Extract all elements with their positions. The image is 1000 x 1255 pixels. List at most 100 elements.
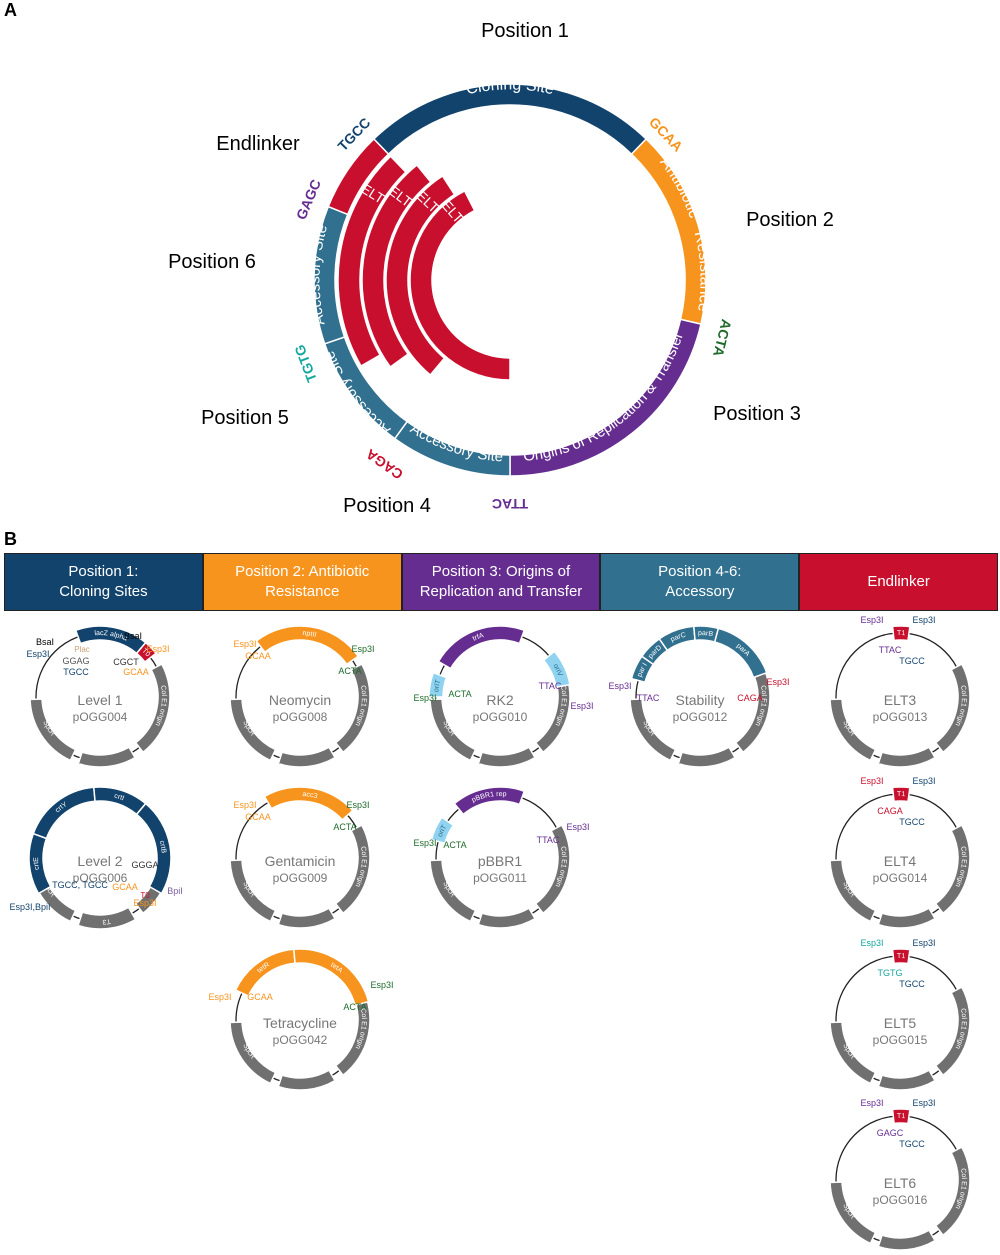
site-label: Esp3I [133,898,156,908]
site-label: ACTA [448,689,471,699]
plasmid-name: ELT3 [884,692,917,708]
overhang-ttac: TTAC [492,496,528,512]
position-label-1: Position 1 [481,20,569,42]
backbone-feature [877,746,937,768]
site-label: Esp3I [608,681,631,691]
feature-orit [430,816,455,845]
site-label: Esp3I [766,677,789,687]
site-label: TGCC [63,667,89,677]
plasmid-id: pOGG010 [473,710,528,724]
endlinker-arc-3 [385,174,456,377]
backbone-feature [277,907,337,929]
plasmid-id: pOGG009 [273,871,328,885]
feature-t1 [891,948,911,965]
feature-orit [428,671,448,698]
plasmid-id: pOGG008 [273,710,328,724]
site-label: Esp3I [860,1098,883,1108]
endlinker-arc-2 [361,163,432,369]
backbone-feature [477,746,537,768]
plasmid-id: pOGG042 [273,1033,328,1047]
site-label: GGAG [62,656,89,666]
panel-b-label: B [4,529,17,549]
feature-label: T1 [897,630,906,637]
cole1-origin [934,824,971,915]
plasmid-name: Level 2 [77,853,122,869]
feature-label: parB [698,630,714,638]
header-endlinker: Endlinker [799,553,998,611]
backbone-feature [877,1229,937,1251]
site-label: T0 [140,891,150,900]
site-label: BsaI [36,637,54,647]
feature-pbbr1-rep [453,786,526,816]
feature-label: crtB [158,840,167,854]
spcr-gene [29,698,77,762]
site-label: GGGA [131,860,158,870]
plasmid-id: pOGG004 [73,710,128,724]
feature-crtb [135,802,172,895]
feature-label: acc3 [302,791,318,800]
site-label: GCAA [247,992,273,1002]
position-label-5: Position 5 [201,407,289,429]
spcr-gene [229,698,277,762]
header-cloning-sites: Position 1: Cloning Sites [4,553,203,611]
site-label: CAGA [737,693,763,703]
feature-label: parC [670,632,687,644]
backbone-feature [77,746,137,768]
plasmid-name: Tetracycline [263,1015,337,1031]
position-header-row: Position 1: Cloning Sites Position 2: An… [4,553,998,611]
site-label: Esp3I [912,776,935,786]
segment-label-accessory-5: Accessory Site [321,348,394,439]
feature-label: oriT [437,823,449,838]
site-label: Esp3I [370,980,393,990]
feature-t3 [77,906,137,930]
panel-a-label: A [4,0,17,20]
site-label: Esp3I [566,822,589,832]
site-label: Esp3I [912,938,935,948]
site-label: TTAC [879,645,902,655]
site-label: Esp3I [413,693,436,703]
feature-label: T1 [897,791,906,798]
site-label: GCAA [123,667,149,677]
spcr-gene [629,698,677,762]
site-label: Esp3I [26,649,49,659]
site-label: GCAA [245,812,271,822]
site-label: Esp3I [570,701,593,711]
site-label: TTAC [539,681,562,691]
site-label: Esp3I [912,615,935,625]
feature-trfa [437,625,526,670]
feature-para [713,627,768,679]
segment-cloning-site [372,83,648,156]
position-label-2: Position 2 [746,209,834,231]
cole1-origin [934,1146,971,1237]
plasmid-name: ELT4 [884,853,917,869]
feature-label: crtE [33,857,41,871]
spcr-gene [229,859,277,923]
backbone-feature [677,746,737,768]
site-label: Esp3I [860,938,883,948]
site-label: TGCC, TGCC [52,880,108,890]
cole1-origin [334,824,371,915]
feature-t0 [135,641,158,663]
feature-teta [292,948,370,1007]
site-label: Esp3I [208,992,231,1002]
site-label: BsaI [124,631,142,641]
segment-endlinker [327,137,390,216]
plasmid-id: pOGG013 [873,710,928,724]
spcr-gene [229,1021,277,1085]
site-label: TTAC [537,835,560,845]
backbone-feature [477,907,537,929]
plasmid-name: Gentamicin [265,853,336,869]
feature-t1 [891,786,911,803]
spcr-gene [829,859,877,923]
site-label: TTAC [637,693,660,703]
site-label: TGCC [899,979,925,989]
feature-label: T1 [897,953,906,960]
site-label: Esp3I,BpiI [9,902,50,912]
site-label: ACTA [343,1002,366,1012]
